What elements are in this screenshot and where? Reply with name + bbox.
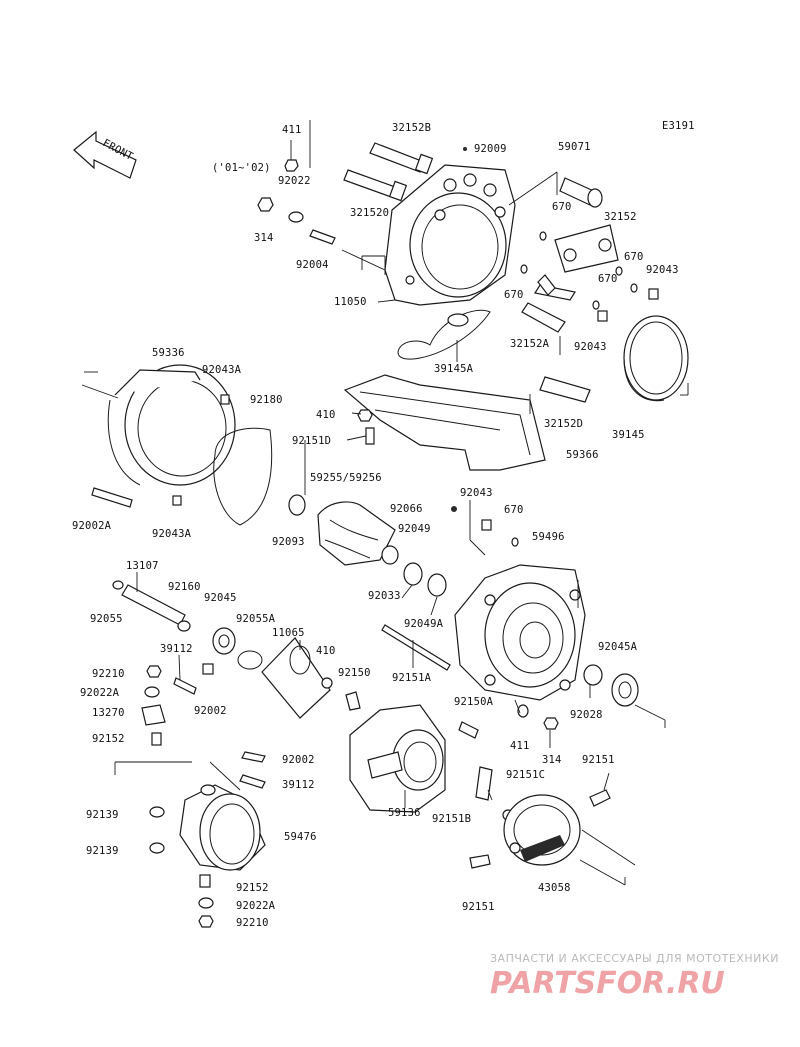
part-label: 92045A	[598, 641, 638, 653]
part-label: 39145	[612, 429, 645, 441]
part-label: 92139	[86, 845, 119, 857]
part-label: 92009	[474, 143, 507, 155]
part-label: 32152B	[392, 122, 431, 134]
part-label: 92151	[462, 901, 495, 913]
diagram-code: E3191	[662, 120, 695, 132]
part-label: 92043A	[152, 528, 192, 540]
part-label: 59476	[284, 831, 317, 843]
part-label: 32152D	[544, 418, 583, 430]
part-label: 314	[254, 232, 274, 244]
part-label: 321520	[350, 207, 389, 219]
watermark-tagline: ЗАПЧАСТИ И АКСЕССУАРЫ ДЛЯ МОТОТЕХНИКИ	[490, 952, 779, 965]
part-label: 92045	[204, 592, 237, 604]
part-label: 59366	[566, 449, 599, 461]
part-label: 92033	[368, 590, 401, 602]
part-label: 13270	[92, 707, 125, 719]
part-label: 92002A	[72, 520, 112, 532]
part-label: 92151	[582, 754, 615, 766]
watermark-logo: PARTSFOR.RU	[490, 966, 725, 1001]
part-label: 92055	[90, 613, 123, 625]
part-label: 39112	[160, 643, 193, 655]
part-label: 11050	[334, 296, 367, 308]
part-label: 92043	[460, 487, 493, 499]
part-label: 92151A	[392, 672, 432, 684]
part-label: 670	[504, 289, 524, 301]
part-label: 59255/59256	[310, 472, 382, 484]
part-label: 92002	[282, 754, 315, 766]
part-label: 92152	[92, 733, 125, 745]
part-label: 92151C	[506, 769, 545, 781]
front-arrow-icon: FRONT	[73, 130, 137, 179]
part-label: 92066	[390, 503, 423, 515]
part-label: 39145A	[434, 363, 474, 375]
part-label: 670	[504, 504, 524, 516]
part-label: 43058	[538, 882, 571, 894]
part-label: 314	[542, 754, 562, 766]
part-label: 92043A	[202, 364, 242, 376]
part-label: 670	[624, 251, 644, 263]
leader-lines	[136, 120, 689, 808]
part-label: 410	[316, 645, 336, 657]
part-label: 92022A	[236, 900, 276, 912]
impeller-group	[288, 494, 666, 886]
part-label: 92139	[86, 809, 119, 821]
part-label: 13107	[126, 560, 159, 572]
part-label: 59496	[532, 531, 565, 543]
part-label: 92210	[236, 917, 269, 929]
part-label: 411	[282, 124, 302, 136]
part-label: 59336	[152, 347, 185, 359]
part-label: 670	[552, 201, 572, 213]
part-label: 59071	[558, 141, 591, 153]
part-label: 92093	[272, 536, 305, 548]
part-label: 92151B	[432, 813, 471, 825]
part-label: 92028	[570, 709, 603, 721]
part-label: 411	[510, 740, 530, 752]
nozzle-group	[81, 364, 333, 928]
part-label: 92055A	[236, 613, 276, 625]
part-label: 92049	[398, 523, 431, 535]
part-label: 32152A	[510, 338, 550, 350]
part-label: 11065	[272, 627, 305, 639]
part-label: 92002	[194, 705, 227, 717]
pump-housing-group	[257, 142, 689, 471]
part-label: 32152	[604, 211, 637, 223]
part-label: 670	[598, 273, 618, 285]
part-labels: E3191 411 ('01~'02) 92022 314 92004 3215…	[72, 120, 695, 929]
year-note: ('01~'02)	[212, 162, 271, 174]
part-label: 92043	[574, 341, 607, 353]
watermark: ЗАПЧАСТИ И АКСЕССУАРЫ ДЛЯ МОТОТЕХНИКИ PA…	[490, 952, 779, 1001]
part-label: 92180	[250, 394, 283, 406]
part-label: 92150A	[454, 696, 494, 708]
part-label: 92160	[168, 581, 201, 593]
part-label: 92150	[338, 667, 371, 679]
part-label: 92004	[296, 259, 329, 271]
part-label: 59136	[388, 807, 421, 819]
part-label: 92022	[278, 175, 311, 187]
part-label: 410	[316, 409, 336, 421]
part-label: 92210	[92, 668, 125, 680]
part-label: 92043	[646, 264, 679, 276]
part-label: 92152	[236, 882, 269, 894]
part-label: 92151D	[292, 435, 331, 447]
part-label: 39112	[282, 779, 315, 791]
part-label: 92022A	[80, 687, 120, 699]
part-label: 92049A	[404, 618, 444, 630]
